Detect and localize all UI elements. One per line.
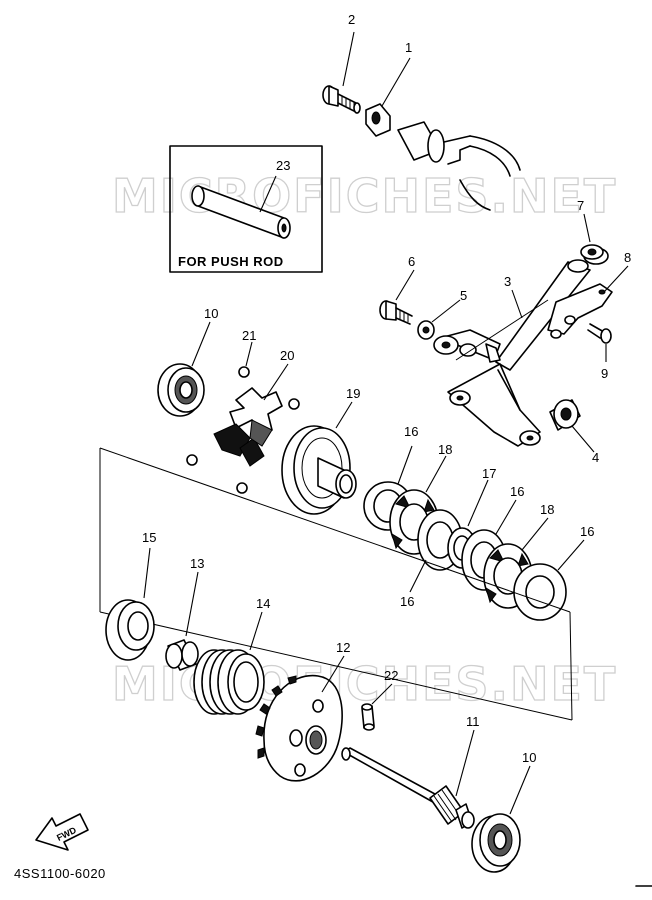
leader-20 bbox=[263, 363, 289, 401]
inset-label: FOR PUSH ROD bbox=[178, 254, 284, 269]
bearing-10-left bbox=[157, 363, 205, 417]
seat-15 bbox=[105, 599, 155, 661]
drawing-number: 4SS1100-6020 bbox=[14, 866, 106, 881]
callout-22: 22 bbox=[384, 668, 398, 683]
leader-7 bbox=[583, 213, 591, 243]
washer-5 bbox=[417, 320, 435, 340]
shaft-11 bbox=[341, 747, 475, 829]
leader-15 bbox=[143, 547, 151, 599]
friction-plate-16d bbox=[513, 563, 567, 621]
screw-9 bbox=[587, 323, 612, 344]
fwd-arrow: FWD bbox=[35, 813, 89, 851]
leader-16a bbox=[397, 445, 413, 485]
leader-1 bbox=[381, 57, 411, 107]
callout-12: 12 bbox=[336, 640, 350, 655]
callout-23: 23 bbox=[276, 158, 290, 173]
leader-21 bbox=[245, 341, 253, 367]
callout-4: 4 bbox=[592, 450, 599, 465]
callout-18b: 18 bbox=[540, 502, 554, 517]
collar-1 bbox=[365, 103, 391, 137]
callout-18a: 18 bbox=[438, 442, 452, 457]
push-rod-inset: 23 FOR PUSH ROD bbox=[169, 145, 323, 273]
leader-6 bbox=[395, 269, 415, 301]
pin-22 bbox=[361, 703, 375, 731]
callout-6: 6 bbox=[408, 254, 415, 269]
leader-22 bbox=[371, 683, 393, 705]
bolt-2 bbox=[322, 85, 361, 114]
spider-20 bbox=[213, 387, 283, 467]
callout-15: 15 bbox=[142, 530, 156, 545]
leader-17 bbox=[467, 479, 489, 527]
balls-21 bbox=[186, 366, 300, 494]
callout-17: 17 bbox=[482, 466, 496, 481]
gear-plate-12 bbox=[255, 674, 343, 782]
leader-2 bbox=[342, 31, 355, 87]
callout-16d: 16 bbox=[580, 524, 594, 539]
leader-16b bbox=[409, 559, 427, 593]
leader-14 bbox=[249, 611, 263, 651]
callout-1: 1 bbox=[405, 40, 412, 55]
spring-14 bbox=[193, 649, 265, 715]
clutch-plate-18a bbox=[389, 489, 439, 555]
assembly-bracket bbox=[99, 447, 573, 721]
callout-19: 19 bbox=[346, 386, 360, 401]
callout-11: 11 bbox=[466, 714, 480, 729]
callout-16a: 16 bbox=[404, 424, 418, 439]
callout-10-right: 10 bbox=[522, 750, 536, 765]
pressure-plate-19 bbox=[281, 425, 357, 515]
screw-6 bbox=[379, 300, 413, 325]
callout-5: 5 bbox=[460, 288, 467, 303]
leader-8 bbox=[603, 265, 629, 293]
plate-8 bbox=[547, 283, 613, 339]
collar-13 bbox=[165, 639, 199, 671]
leader-10-left bbox=[191, 321, 211, 367]
callout-21: 21 bbox=[242, 328, 256, 343]
push-rod-part bbox=[191, 185, 291, 239]
leader-5 bbox=[431, 299, 461, 323]
callout-14: 14 bbox=[256, 596, 270, 611]
housing-fragment bbox=[397, 121, 521, 211]
leader-10-right bbox=[509, 765, 531, 815]
callout-8: 8 bbox=[624, 250, 631, 265]
leader-11 bbox=[455, 729, 475, 797]
inset-frame bbox=[169, 145, 323, 273]
callout-20: 20 bbox=[280, 348, 294, 363]
callout-9: 9 bbox=[601, 366, 608, 381]
leader-13 bbox=[185, 571, 199, 637]
bearing-10-right bbox=[471, 813, 521, 873]
callout-13: 13 bbox=[190, 556, 204, 571]
callout-3: 3 bbox=[504, 274, 511, 289]
callout-10-left: 10 bbox=[204, 306, 218, 321]
assembly-line-lever bbox=[455, 299, 549, 361]
leader-19 bbox=[335, 401, 353, 429]
leader-16d bbox=[557, 539, 585, 571]
watermark-top: MICROFICHES.NET bbox=[112, 169, 617, 223]
leader-16c bbox=[495, 499, 517, 535]
leader-4 bbox=[571, 425, 595, 453]
callout-2: 2 bbox=[348, 12, 355, 27]
callout-16c: 16 bbox=[510, 484, 524, 499]
washer-7 bbox=[580, 244, 609, 265]
leader-3 bbox=[511, 289, 523, 319]
collar-4 bbox=[549, 399, 581, 431]
leader-18b bbox=[521, 517, 549, 551]
callout-16b: 16 bbox=[400, 594, 414, 609]
leader-12 bbox=[321, 655, 345, 693]
leader-23 bbox=[259, 175, 277, 213]
callout-7: 7 bbox=[577, 198, 584, 213]
lever-arm-3 bbox=[433, 259, 591, 447]
leader-18a bbox=[425, 455, 447, 493]
